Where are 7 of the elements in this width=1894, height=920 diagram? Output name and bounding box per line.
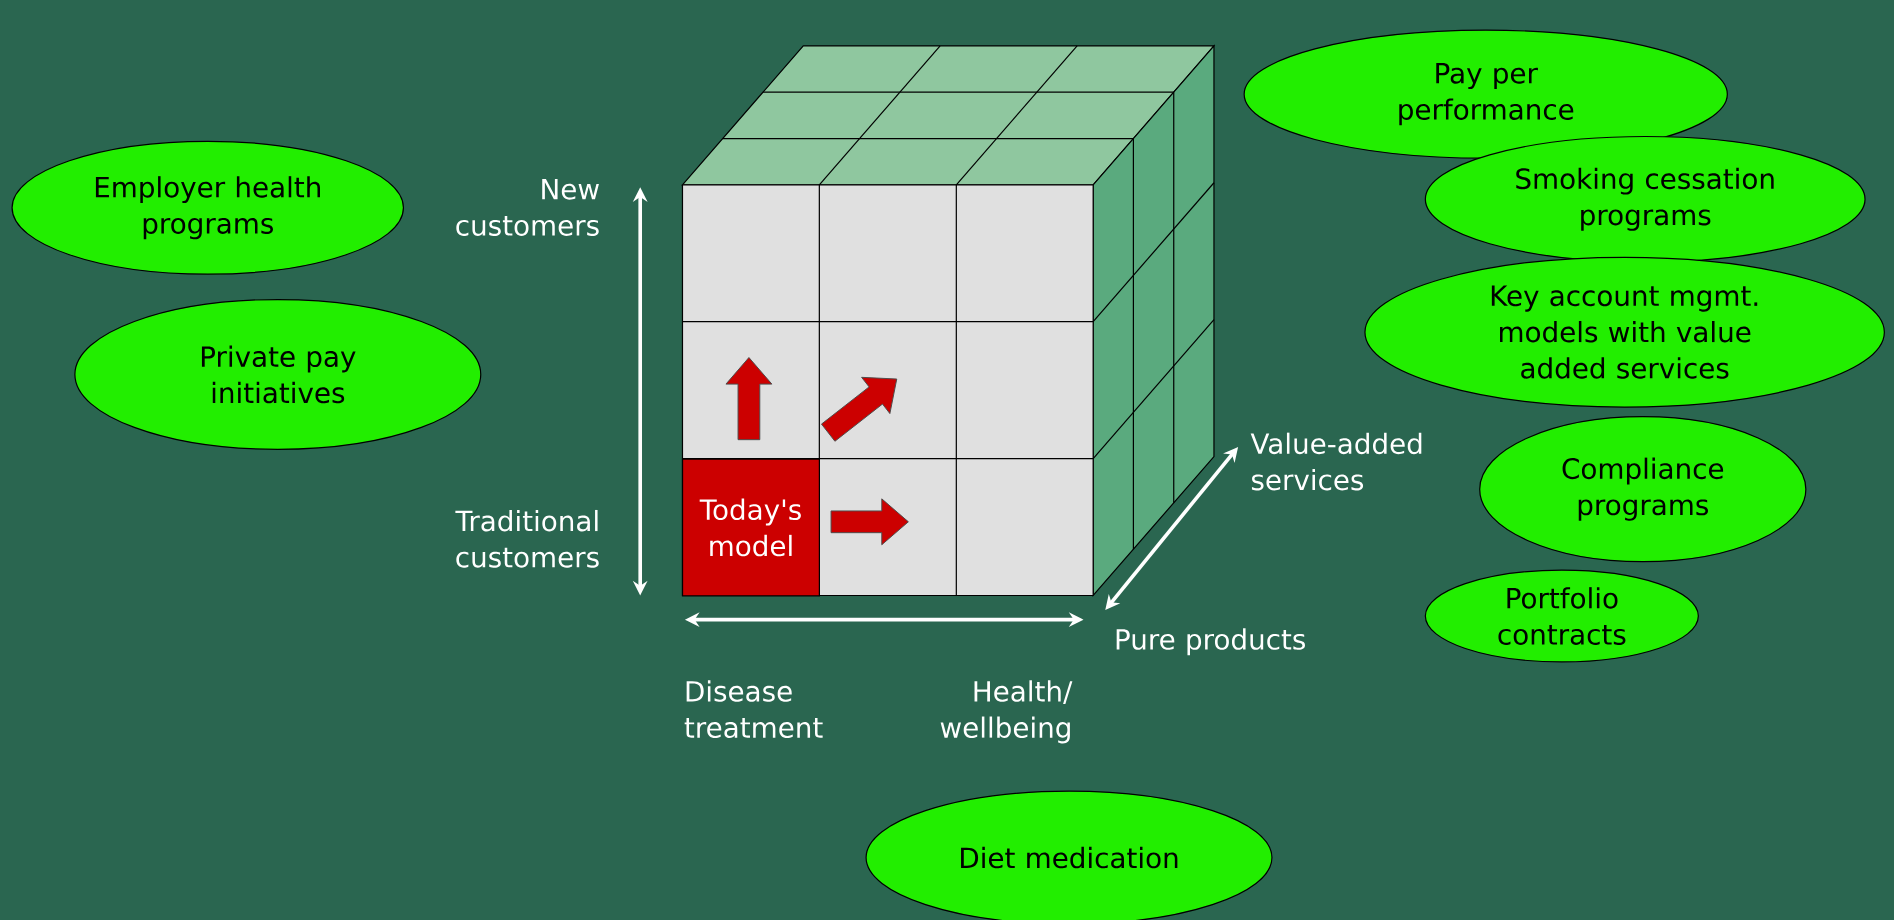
axis-label: Disease treatment (684, 680, 823, 738)
axis-label: New customers (456, 178, 599, 236)
axis-label: Pure products (1116, 628, 1305, 656)
axis-label: Traditional customers (455, 509, 599, 568)
axis-label: Value-added services (1250, 432, 1422, 491)
model-cell: Today's model (681, 458, 820, 597)
axis-label: Health/ wellbeing (940, 680, 1073, 744)
